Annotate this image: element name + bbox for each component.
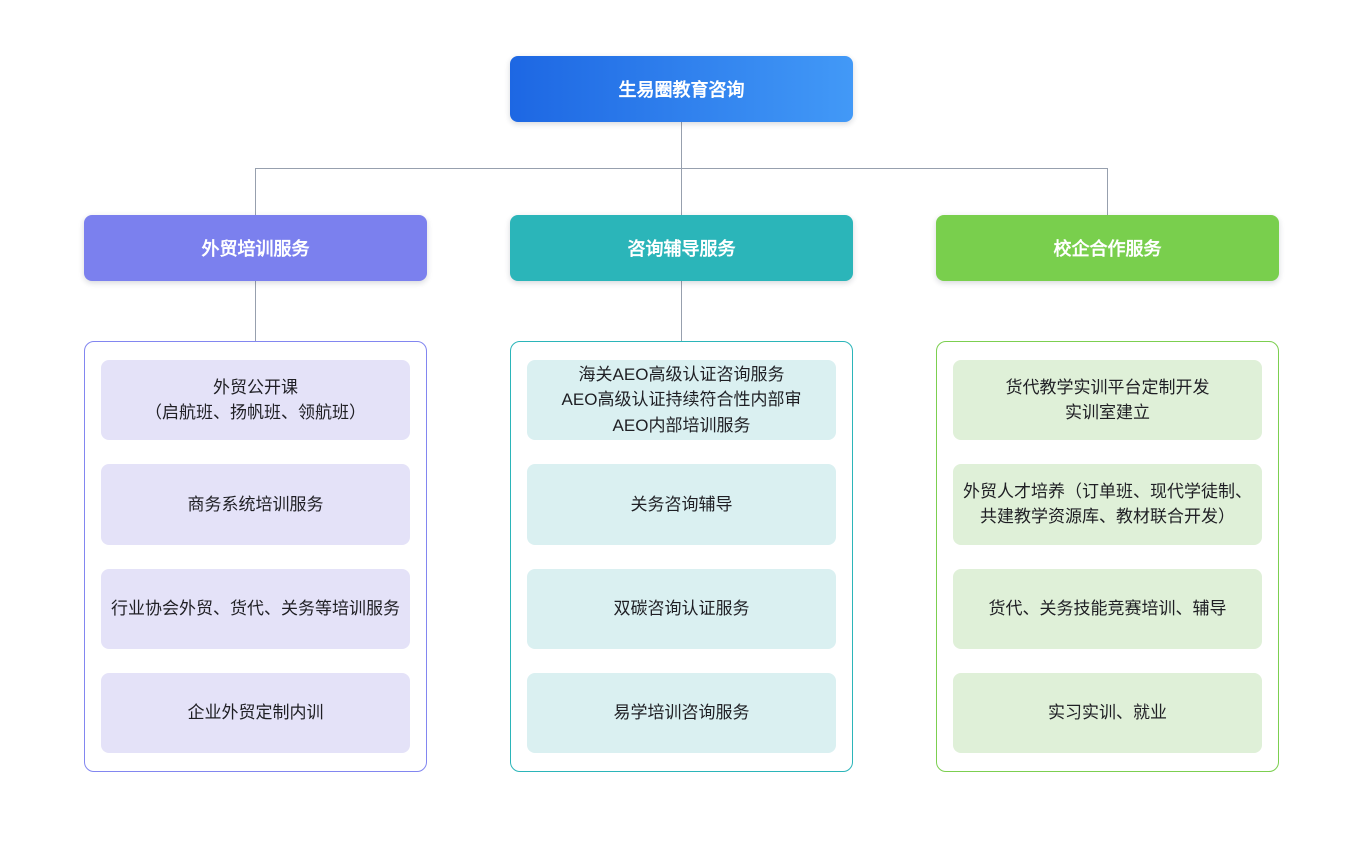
- connector-drop-middle: [681, 168, 682, 215]
- service-item: 行业协会外贸、货代、关务等培训服务: [101, 568, 410, 649]
- service-item-label: 企业外贸定制内训: [187, 703, 324, 723]
- branch-header-label: 校企合作服务: [1053, 239, 1162, 259]
- branch-header-consulting-tutoring: 咨询辅导服务: [510, 215, 853, 281]
- service-item: 海关AEO高级认证咨询服务 AEO高级认证持续符合性内部审 AEO内部培训服务: [527, 360, 836, 441]
- branch-header-label: 外贸培训服务: [201, 239, 310, 259]
- connector-header-container-middle: [681, 281, 682, 341]
- branch-header-school-enterprise-cooperation: 校企合作服务: [936, 215, 1279, 281]
- connector-drop-left: [255, 168, 256, 215]
- service-item: 实习实训、就业: [953, 672, 1262, 753]
- service-item-label: 货代教学实训平台定制开发 实训室建立: [1005, 377, 1210, 423]
- branch-header-label: 咨询辅导服务: [627, 239, 736, 259]
- service-item: 货代、关务技能竞赛培训、辅导: [953, 568, 1262, 649]
- service-item: 商务系统培训服务: [101, 464, 410, 545]
- service-item-label: 货代、关务技能竞赛培训、辅导: [988, 598, 1227, 618]
- branch-header-foreign-trade-training: 外贸培训服务: [84, 215, 427, 281]
- service-item: 外贸公开课 （启航班、扬帆班、领航班）: [101, 360, 410, 441]
- service-item-label: 关务咨询辅导: [630, 494, 733, 514]
- branch-container-school-enterprise-cooperation: 货代教学实训平台定制开发 实训室建立 外贸人才培养（订单班、现代学徒制、共建教学…: [936, 341, 1279, 772]
- service-item-label: 海关AEO高级认证咨询服务 AEO高级认证持续符合性内部审 AEO内部培训服务: [561, 364, 802, 435]
- branch-container-foreign-trade-training: 外贸公开课 （启航班、扬帆班、领航班） 商务系统培训服务 行业协会外贸、货代、关…: [84, 341, 427, 772]
- service-item-label: 双碳咨询认证服务: [613, 598, 750, 618]
- service-item-label: 易学培训咨询服务: [613, 703, 750, 723]
- service-item-label: 行业协会外贸、货代、关务等培训服务: [111, 598, 400, 618]
- service-item-label: 外贸公开课 （启航班、扬帆班、领航班）: [145, 377, 366, 423]
- branch-container-consulting-tutoring: 海关AEO高级认证咨询服务 AEO高级认证持续符合性内部审 AEO内部培训服务 …: [510, 341, 853, 772]
- root-node-label: 生易圈教育咨询: [618, 80, 745, 100]
- connector-root-down: [681, 122, 682, 168]
- service-item-label: 商务系统培训服务: [187, 494, 324, 514]
- service-item: 企业外贸定制内训: [101, 672, 410, 753]
- service-item-label: 实习实训、就业: [1048, 703, 1167, 723]
- service-item: 关务咨询辅导: [527, 464, 836, 545]
- service-item-label: 外贸人才培养（订单班、现代学徒制、共建教学资源库、教材联合开发）: [963, 481, 1252, 527]
- connector-drop-right: [1107, 168, 1108, 215]
- service-item: 货代教学实训平台定制开发 实训室建立: [953, 360, 1262, 441]
- root-node: 生易圈教育咨询: [510, 56, 853, 122]
- service-item: 双碳咨询认证服务: [527, 568, 836, 649]
- connector-header-container-left: [255, 281, 256, 341]
- service-item: 外贸人才培养（订单班、现代学徒制、共建教学资源库、教材联合开发）: [953, 464, 1262, 545]
- service-item: 易学培训咨询服务: [527, 672, 836, 753]
